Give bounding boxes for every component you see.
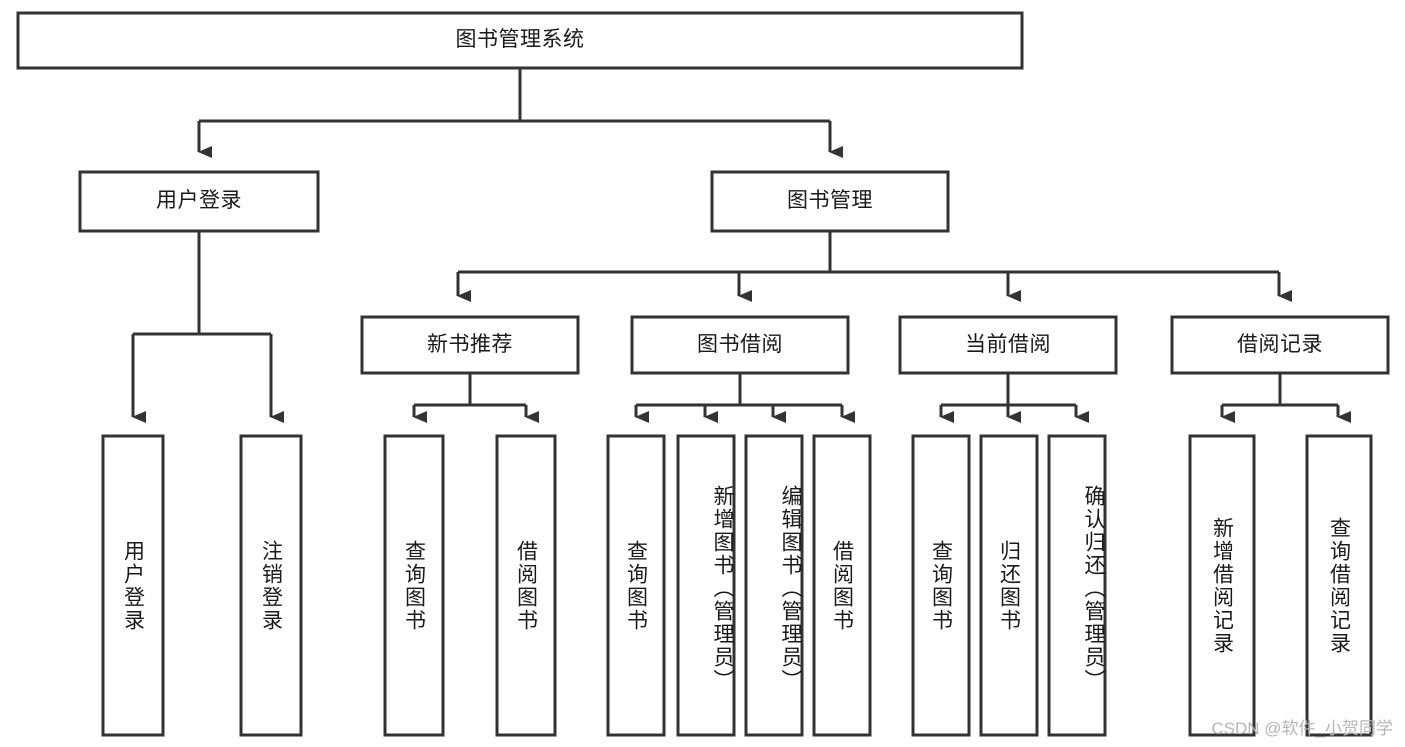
- node-new-book-recommend-box[interactable]: [360, 315, 580, 375]
- node-current-borrow-box[interactable]: [898, 315, 1118, 375]
- node-leaf-query-book-1-box[interactable]: [383, 434, 445, 737]
- node-leaf-confirm-return-box[interactable]: [1047, 434, 1107, 737]
- node-leaf-edit-book-box[interactable]: [744, 434, 804, 737]
- node-borrow-record-box[interactable]: [1170, 315, 1390, 375]
- node-leaf-borrow-book-2-box[interactable]: [812, 434, 872, 737]
- node-leaf-logout-box[interactable]: [239, 434, 303, 737]
- node-book-management-box[interactable]: [710, 170, 950, 233]
- node-leaf-query-book-3-box[interactable]: [911, 434, 971, 737]
- node-leaf-add-book-box[interactable]: [676, 434, 736, 737]
- node-leaf-add-record-box[interactable]: [1188, 434, 1256, 737]
- node-leaf-query-record-box[interactable]: [1305, 434, 1373, 737]
- node-leaf-query-book-2-box[interactable]: [606, 434, 666, 737]
- node-leaf-return-book-box[interactable]: [979, 434, 1039, 737]
- node-book-borrow-box[interactable]: [630, 315, 850, 375]
- node-leaf-borrow-book-1-box[interactable]: [495, 434, 557, 737]
- node-user-login-box[interactable]: [78, 170, 320, 233]
- node-leaf-user-login-box[interactable]: [101, 434, 165, 737]
- node-root-box[interactable]: [16, 11, 1024, 70]
